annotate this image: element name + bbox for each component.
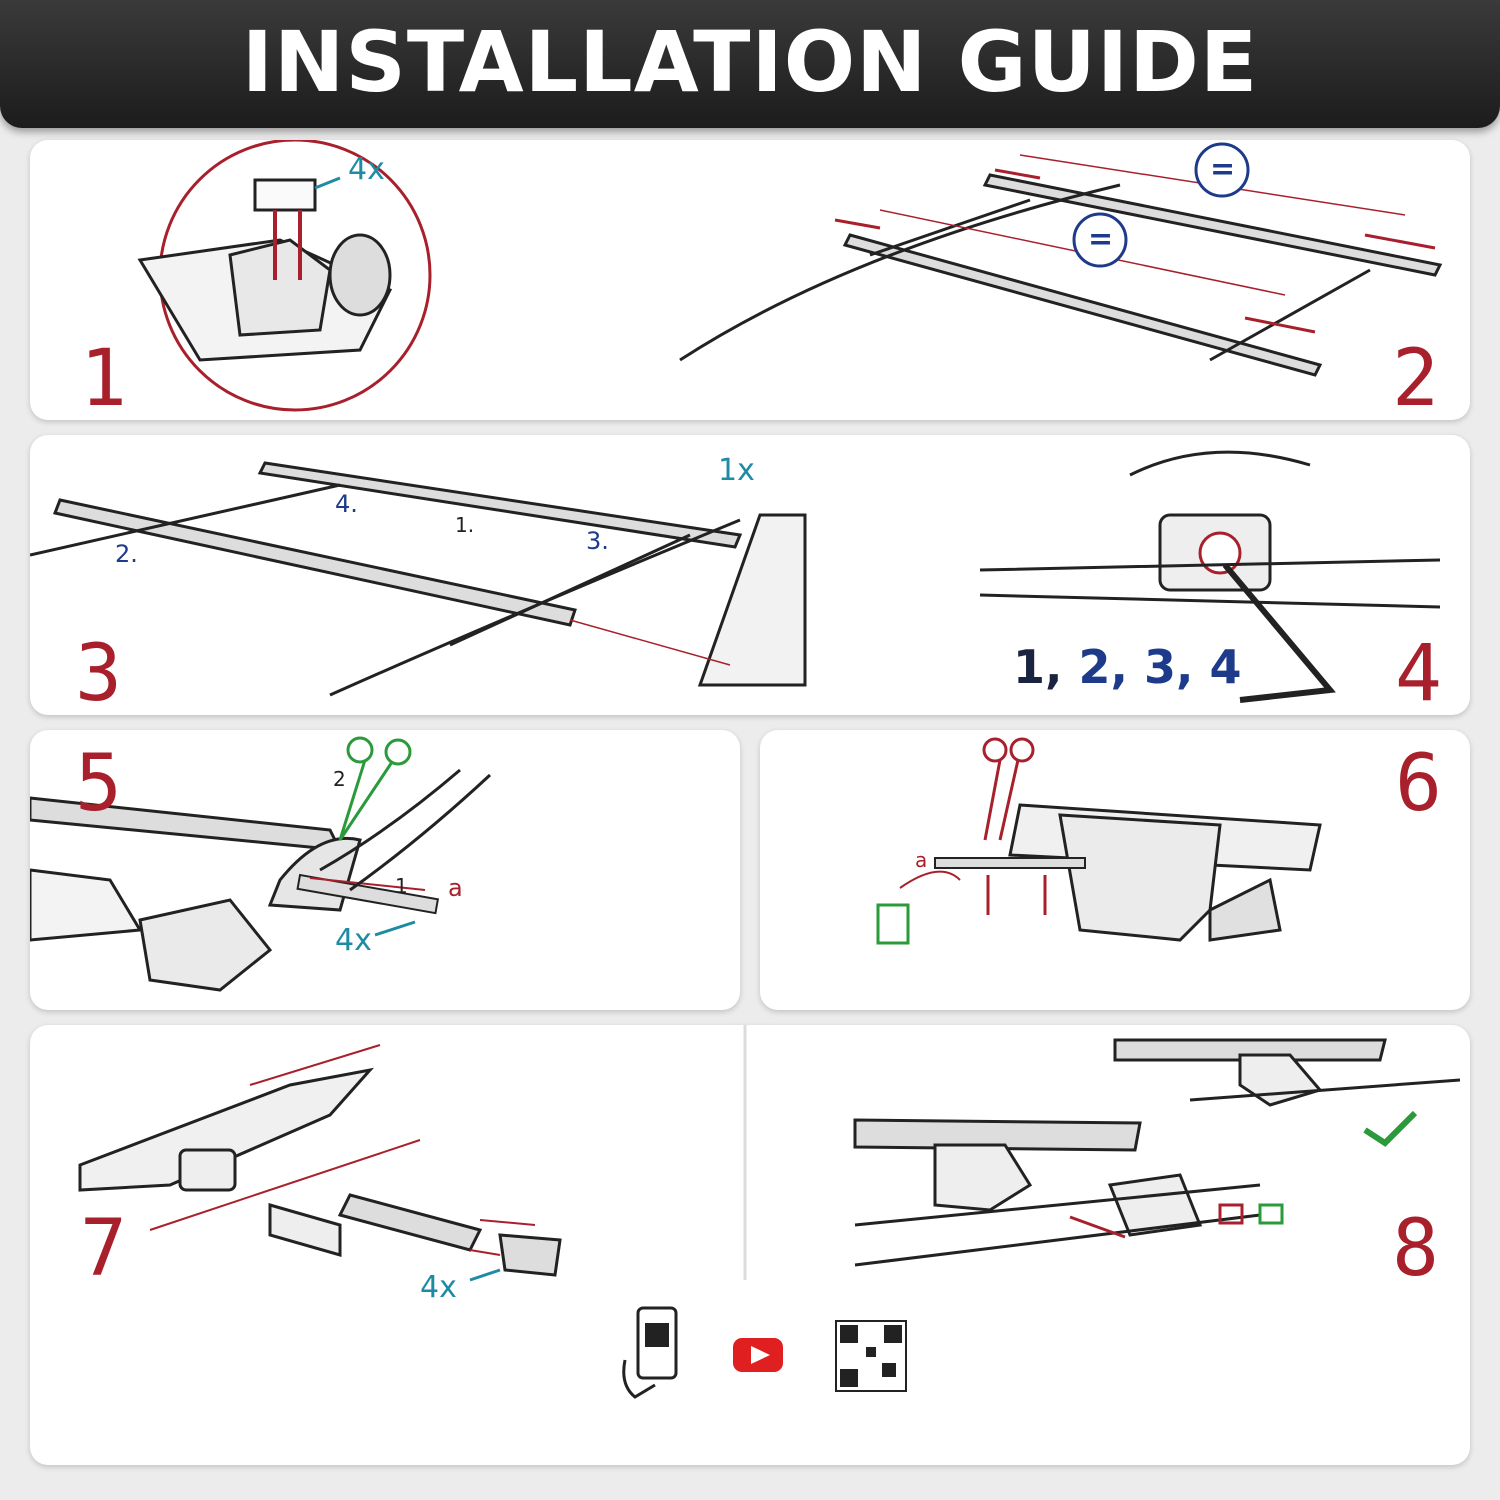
page-title: INSTALLATION GUIDE bbox=[241, 13, 1259, 111]
phone-qr-scan-icon bbox=[622, 1306, 678, 1399]
step-7-callout: 4x bbox=[420, 1270, 457, 1305]
step-7-8-illustration bbox=[78, 1025, 1461, 1399]
step-8-number: 8 bbox=[1392, 1204, 1439, 1294]
step-7-8-panel: 7 4x 8 bbox=[30, 1025, 1470, 1465]
step-3-label-3: 3. bbox=[586, 527, 609, 555]
step-5-label-2: 2 bbox=[333, 767, 346, 791]
step-2-equal-left: = bbox=[1088, 222, 1114, 257]
step-4-sequence: 1, 2, 3, 4 bbox=[1013, 640, 1242, 694]
step-5-number: 5 bbox=[75, 739, 122, 829]
step-2-equal-right: = bbox=[1210, 152, 1236, 187]
step-4-number: 4 bbox=[1395, 629, 1442, 715]
step-6-number: 6 bbox=[1395, 739, 1442, 829]
step-2-number: 2 bbox=[1392, 334, 1439, 420]
step-5-illustration bbox=[30, 736, 492, 992]
step-3-callout: 1x bbox=[718, 453, 755, 488]
step-3-label-1: 1. bbox=[455, 513, 475, 537]
step-6-panel: 6 a bbox=[760, 730, 1470, 1010]
step-7-number: 7 bbox=[80, 1204, 127, 1294]
step-3-4-panel: 3 1x 1. 2. 3. 4. 1, 2, 3, 4 4 bbox=[30, 435, 1470, 715]
step-3-number: 3 bbox=[75, 629, 122, 715]
step-3-label-2: 2. bbox=[115, 540, 138, 568]
step-3-4-illustration bbox=[30, 450, 1441, 703]
step-1-number: 1 bbox=[80, 334, 127, 420]
step-1-callout: 4x bbox=[348, 152, 385, 187]
step-5-label-1: 1 bbox=[395, 874, 408, 898]
step-1-panel: 1 4x = = 2 bbox=[30, 140, 1470, 420]
step-5-panel: 5 2 1 a 4x bbox=[30, 730, 740, 1010]
step-3-label-4: 4. bbox=[335, 490, 358, 518]
step-6-illustration bbox=[876, 737, 1322, 945]
step-5-label-a: a bbox=[448, 874, 463, 902]
step-4-seq-3: 3, bbox=[1144, 640, 1194, 694]
step-4-seq-4: 4 bbox=[1209, 640, 1242, 694]
step-4-seq-1: 1, bbox=[1013, 640, 1063, 694]
page-header: INSTALLATION GUIDE bbox=[0, 0, 1500, 128]
qr-code-icon[interactable] bbox=[835, 1320, 907, 1392]
step-4-seq-2: 2, bbox=[1078, 640, 1128, 694]
step-5-callout: 4x bbox=[335, 923, 372, 958]
youtube-icon[interactable] bbox=[733, 1338, 783, 1372]
step-6-label-a: a bbox=[915, 848, 928, 872]
step-1-illustration bbox=[137, 140, 1443, 412]
